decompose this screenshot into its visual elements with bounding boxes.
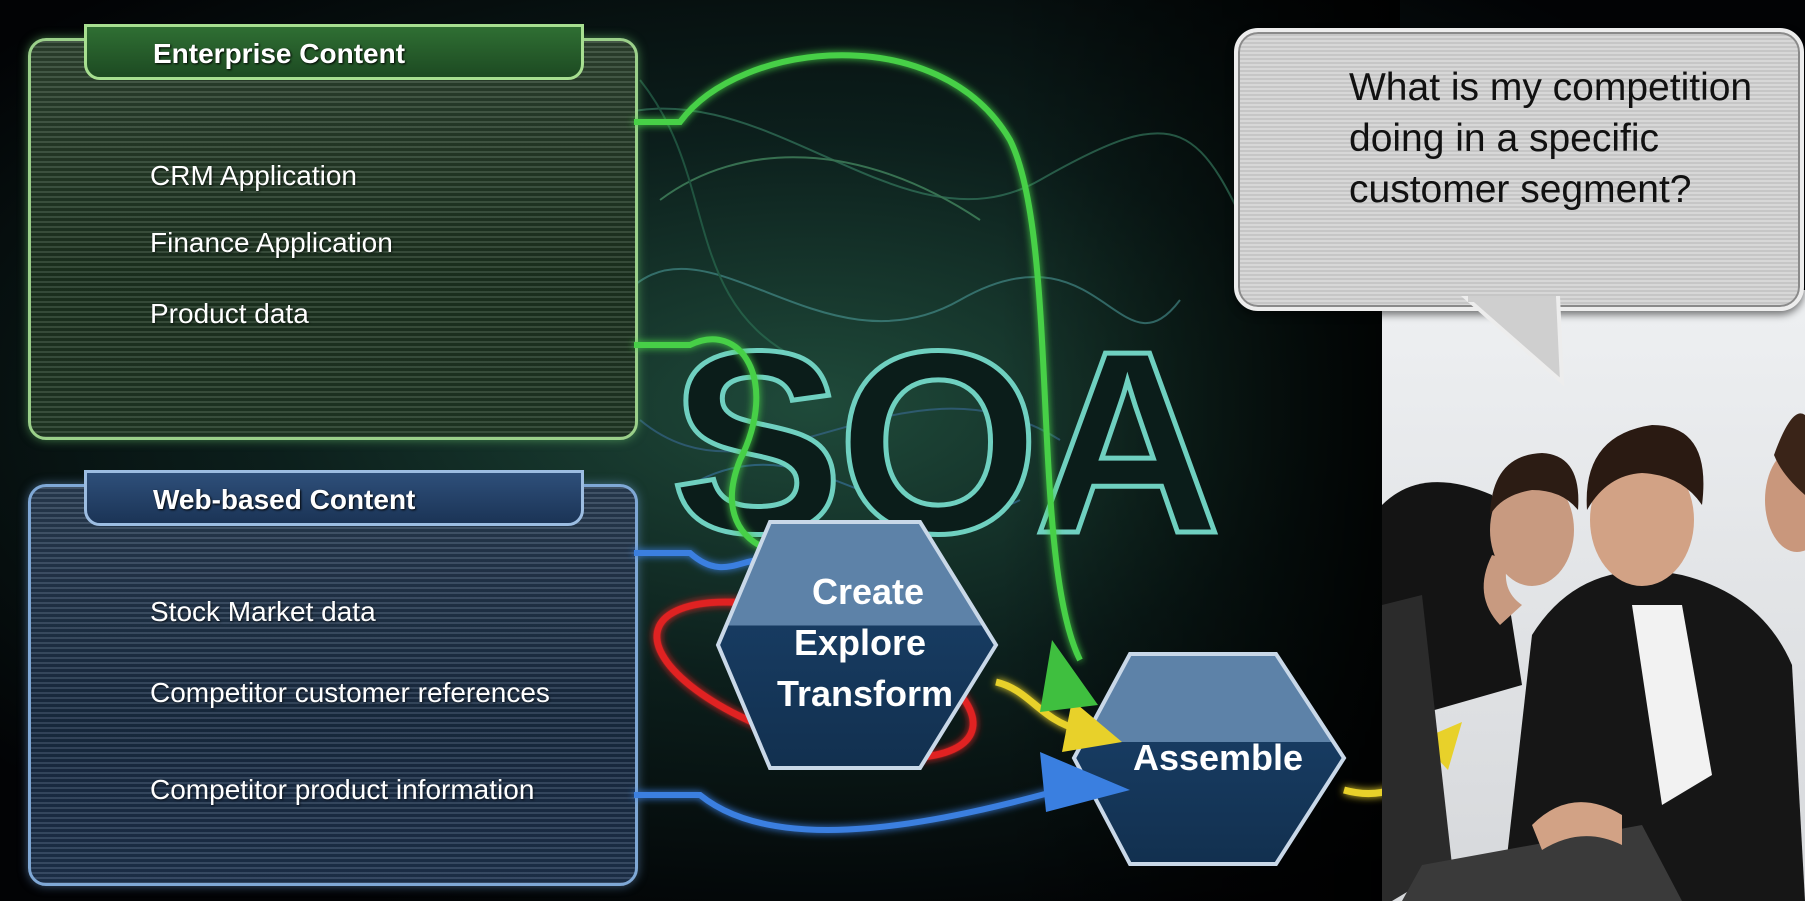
explore-label: Explore [794,622,926,663]
web-content-title: Web-based Content [84,470,584,526]
soa-logo-text: SOA [670,300,1216,560]
web-item: Competitor product information [150,774,535,805]
enterprise-item: Finance Application [150,227,393,258]
blue-arrowhead [1040,752,1130,812]
create-explore-transform-hexagon [715,520,999,770]
web-content-panel [28,484,638,886]
speech-bubble-tail [1460,296,1565,386]
soa-logo: SOA [668,300,1225,560]
enterprise-item: CRM Application [150,160,357,191]
yellow-arrowhead [1062,700,1122,752]
assemble-label: Assemble [1133,737,1303,778]
transform-label: Transform [777,673,953,714]
green-arrowhead [1040,640,1098,712]
web-item: Competitor customer references [150,677,550,708]
enterprise-content-title: Enterprise Content [84,24,584,80]
web-item: Stock Market data [150,596,376,627]
assemble-hexagon [1071,652,1347,866]
question-text: What is my competition doing in a specif… [1349,66,1753,211]
enterprise-content-panel [28,38,638,440]
enterprise-item: Product data [150,298,309,329]
green-flow-lines [634,52,1083,662]
create-label: Create [812,571,924,612]
people-at-laptop-photo [1382,413,1805,901]
yellow-arrowhead [1420,722,1462,770]
